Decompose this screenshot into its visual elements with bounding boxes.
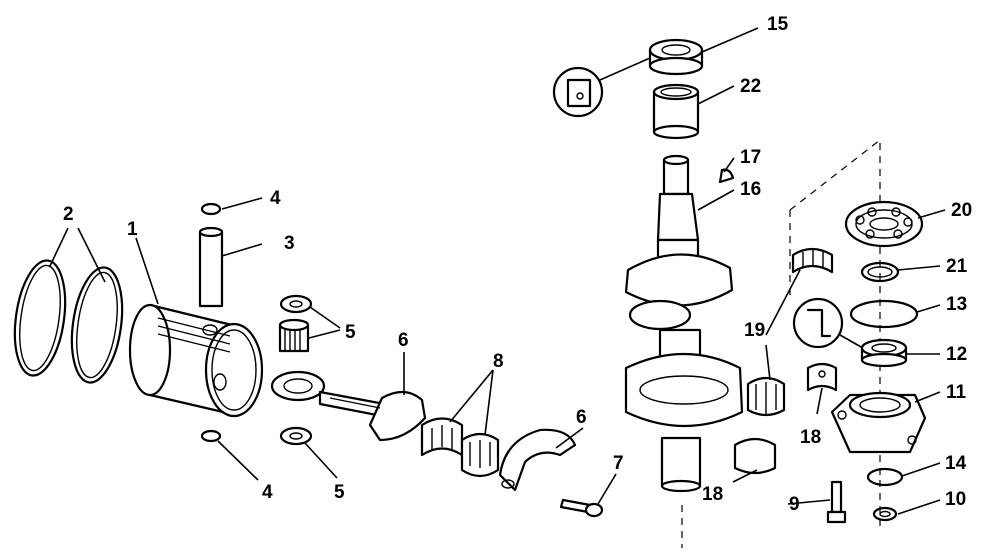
callout-2: 2: [63, 204, 74, 225]
callout-3: 3: [284, 233, 295, 254]
piston-rings: [13, 259, 124, 384]
callout-18-bottom: 18: [702, 484, 723, 505]
pin-retainers: [200, 202, 222, 443]
callout-14: 14: [945, 453, 967, 474]
callout-9: 9: [789, 494, 800, 515]
callout-7: 7: [613, 453, 624, 474]
seal-detail-inset: [552, 57, 651, 118]
washer: [872, 506, 898, 522]
bearing-housing: [830, 391, 927, 454]
callout-8: 8: [493, 351, 504, 372]
callout-5-top: 5: [345, 322, 356, 343]
rod-bearing-halves: [420, 417, 500, 478]
callout-labels: 2 1 4 3 5 6 8 6 7 4 5 15 22 17 16 20 21 …: [63, 14, 972, 515]
lower-bearing-halves: [733, 362, 838, 475]
callout-12: 12: [946, 344, 967, 365]
small-end-bearings: [278, 294, 313, 446]
retaining-ring: [860, 261, 900, 283]
callout-15: 15: [767, 14, 789, 35]
crankshaft: [624, 154, 744, 493]
woodruff-key: [718, 168, 735, 184]
o-ring-small: [866, 467, 904, 487]
piston-pin: [198, 226, 224, 308]
callout-4-top: 4: [270, 188, 281, 209]
lower-seal-detail-inset: [792, 297, 871, 353]
ball-bearing: [844, 200, 924, 248]
callout-20: 20: [951, 200, 972, 221]
callout-22: 22: [740, 76, 761, 97]
rod-cap: [498, 428, 577, 492]
callout-1: 1: [127, 219, 138, 240]
callout-19: 19: [744, 320, 765, 341]
callout-21: 21: [946, 256, 968, 277]
top-seal: [648, 38, 704, 76]
connecting-rod: [270, 370, 427, 442]
callout-16: 16: [740, 179, 761, 200]
callout-4-bottom: 4: [262, 482, 273, 503]
callout-18-right: 18: [800, 427, 821, 448]
lower-seal: [860, 338, 908, 368]
callout-17: 17: [740, 147, 761, 168]
callout-10: 10: [945, 489, 966, 510]
o-ring-large: [849, 299, 919, 329]
top-needle-bearing: [652, 83, 700, 140]
leader-lines: [49, 27, 946, 515]
rod-cap-screw: [559, 498, 604, 518]
callout-5-bottom: 5: [334, 482, 345, 503]
callout-13: 13: [946, 294, 967, 315]
callout-6-rod: 6: [398, 330, 409, 351]
center-main-bearing-halves: [746, 247, 834, 417]
callout-6-cap: 6: [576, 407, 587, 428]
callout-11: 11: [946, 382, 967, 403]
housing-screw: [826, 480, 847, 524]
piston: [128, 303, 264, 418]
